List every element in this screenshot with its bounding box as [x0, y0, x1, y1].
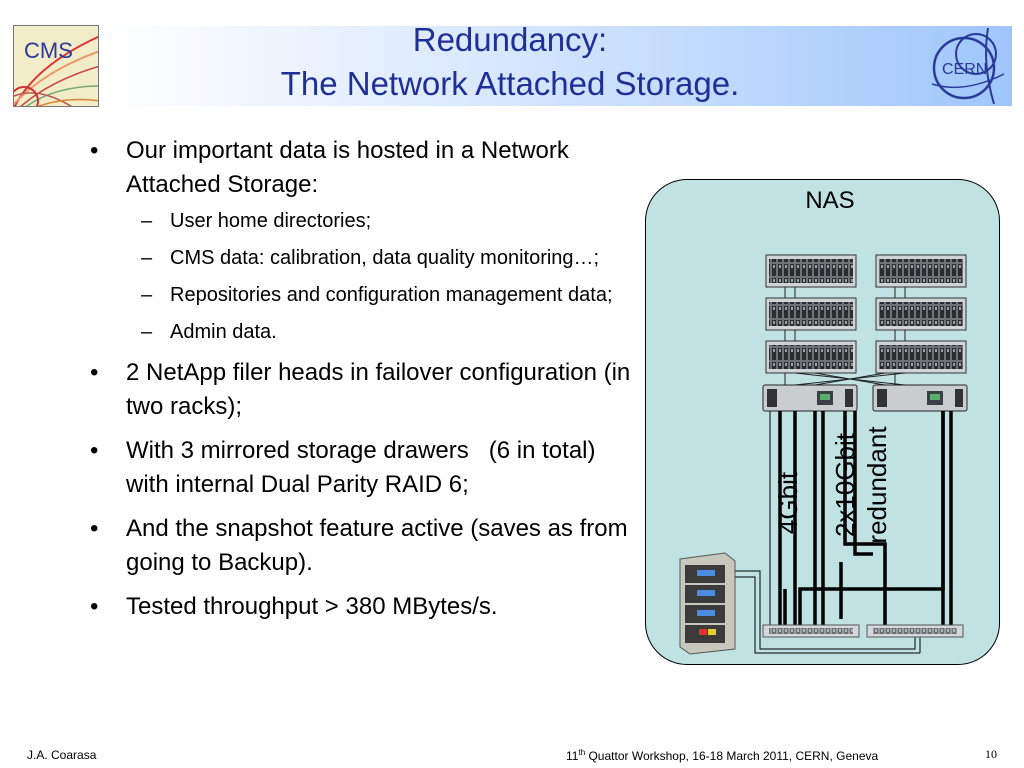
link-label-4gbit: 4Gbit [773, 471, 803, 535]
cms-logo: CMS [13, 25, 99, 107]
sub-bullet-text: User home directories; [170, 210, 372, 232]
network-links [778, 411, 953, 625]
footer-event-text: Quattor Workshop, 16-18 March 2011, CERN… [585, 749, 879, 763]
sub-bullet-item: –User home directories; [126, 206, 642, 237]
bullet-item: • With 3 mirrored storage drawers (6 in … [82, 434, 642, 502]
bullet-dot: • [90, 593, 99, 620]
link-label-2x10gbit: 2x10Gbit [830, 432, 860, 538]
sub-bullet-dash: – [141, 284, 153, 306]
footer-event-number: 11 [566, 749, 579, 763]
bullet-text: 2 NetApp filer heads in failover configu… [126, 359, 637, 420]
bullet-text: And the snapshot feature active (saves a… [126, 515, 635, 576]
bullet-list: • Our important data is hosted in a Netw… [82, 134, 642, 634]
bullet-item: • Our important data is hosted in a Netw… [82, 134, 642, 348]
sub-bullet-item: –CMS data: calibration, data quality mon… [126, 243, 642, 274]
bullet-item: • 2 NetApp filer heads in failover confi… [82, 356, 642, 424]
bullet-item: • Tested throughput > 380 MBytes/s. [82, 590, 642, 624]
sub-bullet-dash: – [141, 321, 153, 343]
sub-bullet-text: CMS data: calibration, data quality moni… [170, 247, 600, 269]
title-line-2: The Network Attached Storage. [280, 65, 740, 102]
sub-bullet-item: –Admin data. [126, 317, 642, 348]
filer-head-left [762, 384, 858, 412]
storage-drawer-left-3 [765, 340, 857, 374]
sub-bullet-dash: – [141, 247, 153, 269]
page-number: 10 [985, 747, 997, 761]
server-rack [679, 552, 736, 655]
bullet-dot: • [90, 515, 99, 542]
svg-text:CMS: CMS [24, 38, 73, 63]
network-switch-left [762, 624, 860, 638]
cern-logo: CERN [924, 24, 1012, 108]
page-title: Redundancy: The Network Attached Storage… [110, 18, 910, 106]
title-line-1: Redundancy: [412, 21, 608, 58]
nas-diagram [679, 254, 968, 655]
title-banner [0, 26, 1012, 106]
bullet-dot: • [90, 137, 99, 164]
thin-links [733, 411, 921, 654]
sub-bullet-text: Admin data. [170, 321, 277, 343]
drawer-cabling [784, 287, 906, 386]
footer-event: 11th Quattor Workshop, 16-18 March 2011,… [566, 748, 878, 763]
storage-drawer-left-2 [765, 297, 857, 331]
sub-bullet-item: –Repositories and configuration manageme… [126, 280, 642, 311]
bullet-dot: • [90, 359, 99, 386]
bullet-text: Tested throughput > 380 MBytes/s. [126, 593, 498, 620]
filer-head-right [872, 384, 968, 412]
footer-author: J.A. Coarasa [27, 748, 97, 762]
network-switch-right [866, 624, 964, 638]
bullet-dot: • [90, 437, 99, 464]
nas-label: NAS [805, 187, 855, 214]
sub-bullet-list: –User home directories; –CMS data: calib… [126, 206, 642, 348]
sub-bullet-text: Repositories and configuration managemen… [170, 284, 613, 306]
bullet-item: • And the snapshot feature active (saves… [82, 512, 642, 580]
svg-text:CERN: CERN [942, 61, 987, 78]
storage-drawer-right-2 [875, 297, 967, 331]
sub-bullet-dash: – [141, 210, 153, 232]
storage-drawer-right-3 [875, 340, 967, 374]
link-label-redundant: redundant [862, 426, 892, 544]
bullet-text: With 3 mirrored storage drawers (6 in to… [126, 437, 603, 498]
storage-drawer-left-1 [765, 254, 857, 288]
bullet-text: Our important data is hosted in a Networ… [126, 137, 575, 198]
footer-event-suffix: th [578, 748, 586, 757]
storage-drawer-right-1 [875, 254, 967, 288]
